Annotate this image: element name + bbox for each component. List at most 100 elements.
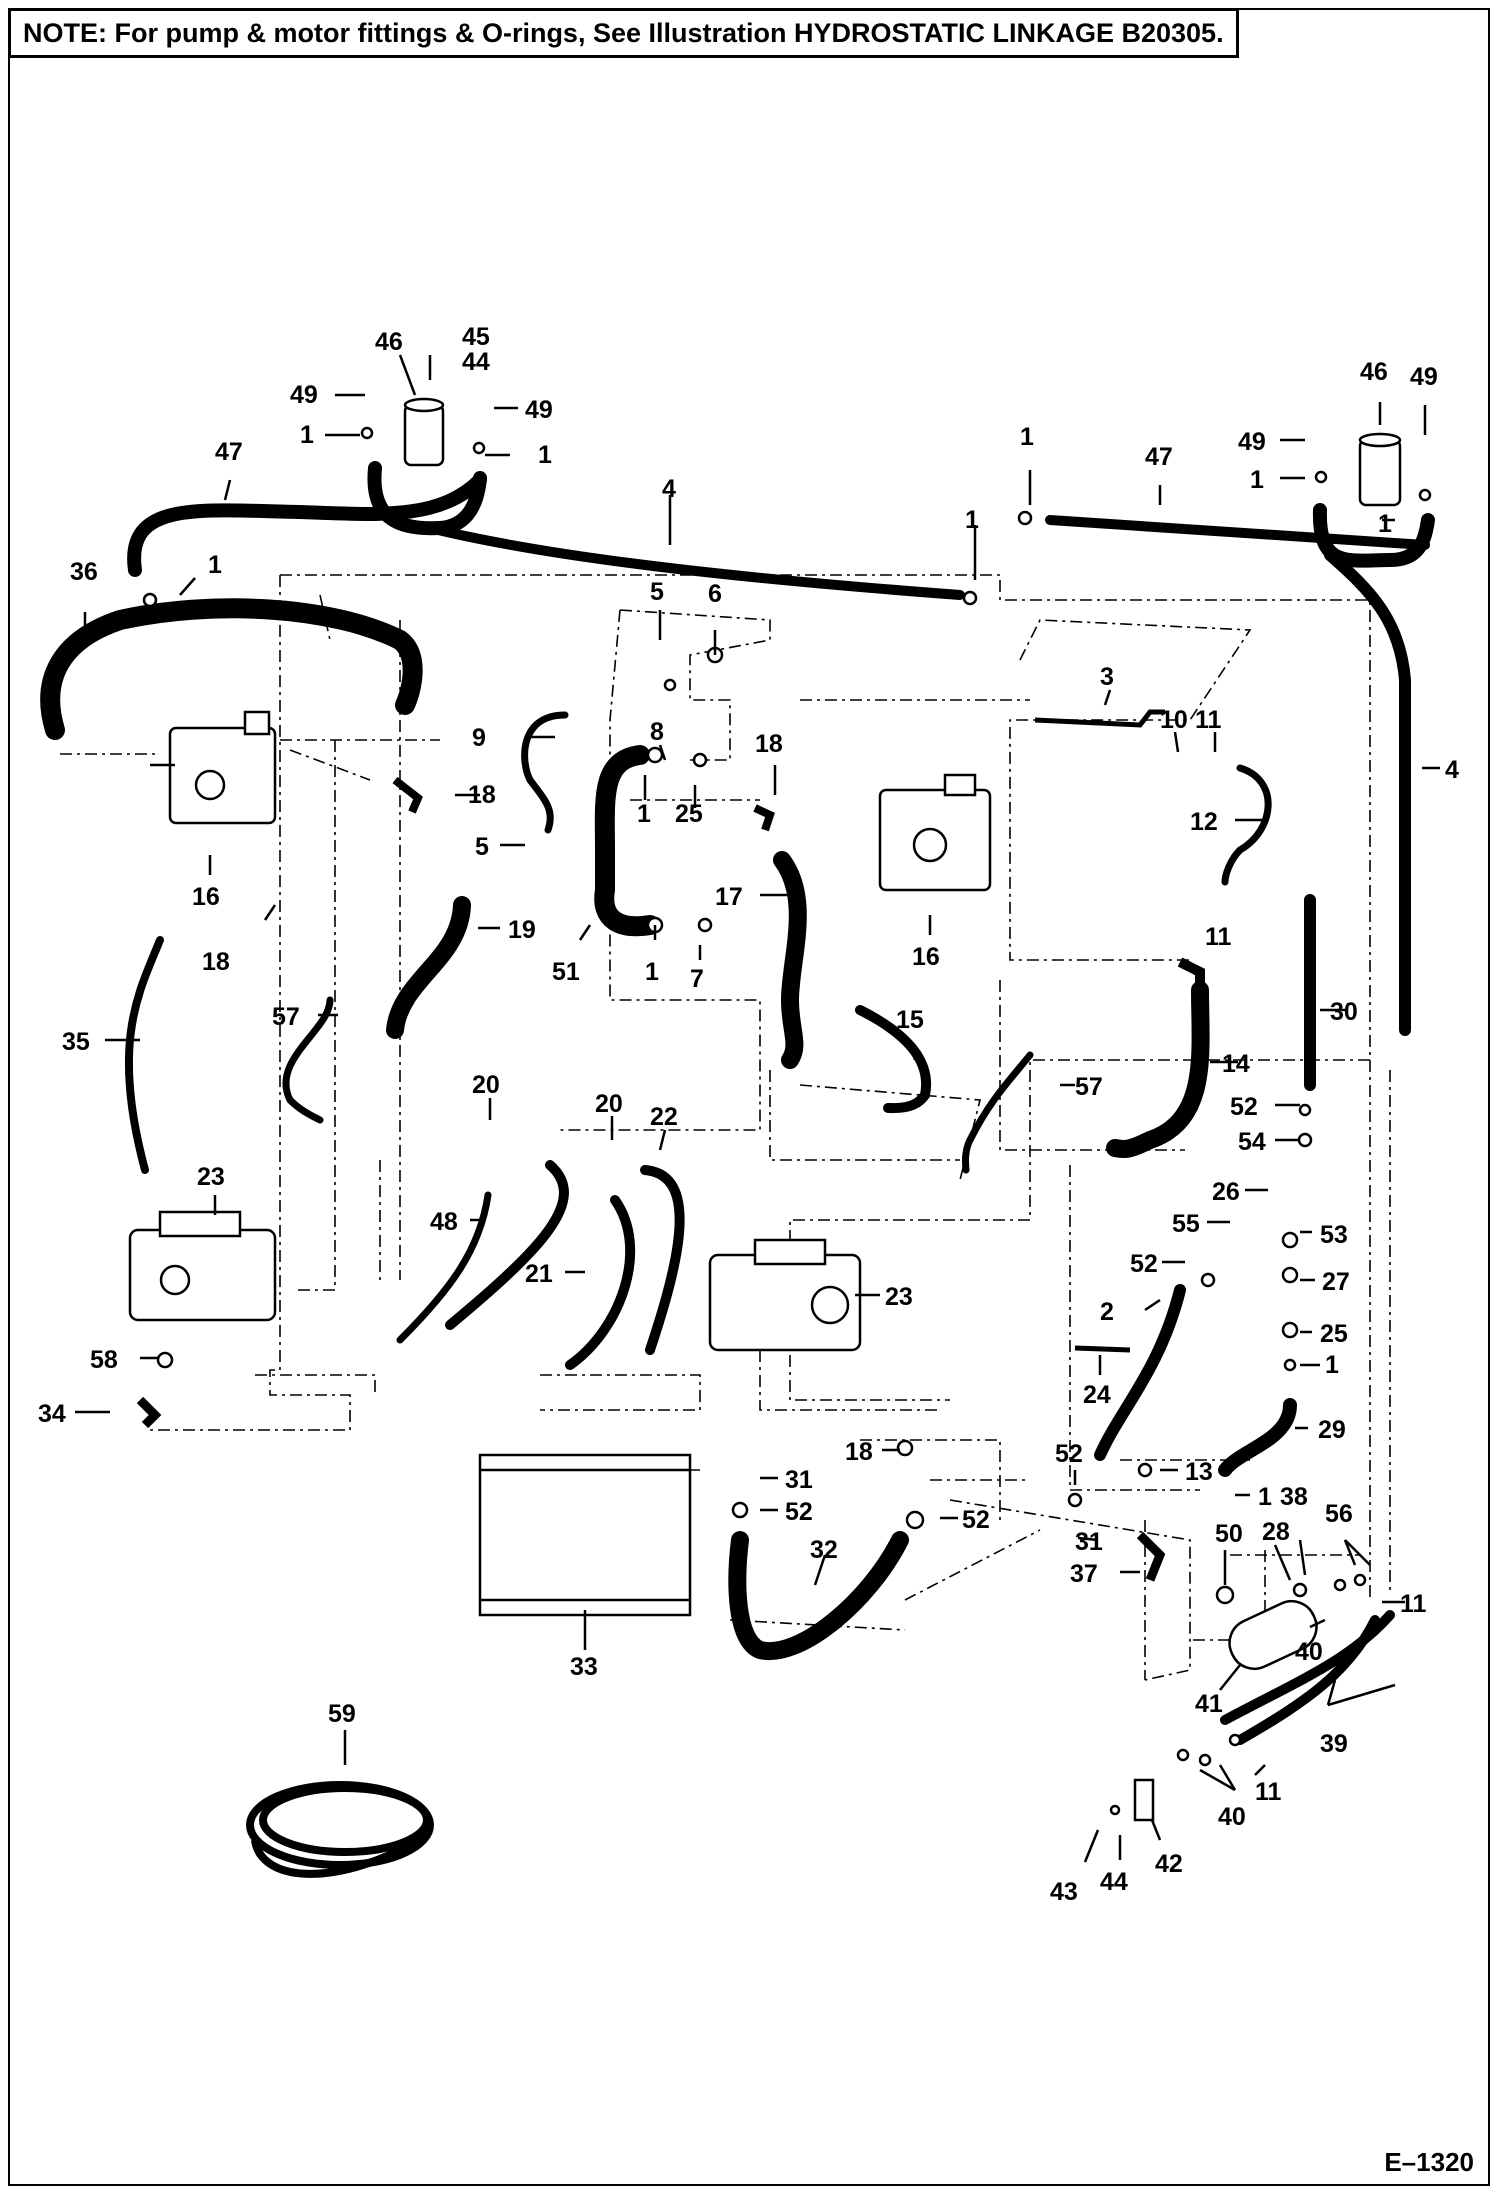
callout-1: 1 [208,551,222,579]
fitting [1297,1132,1313,1148]
note-banner: NOTE: For pump & motor fittings & O-ring… [8,8,1239,58]
fitting-18-elbow [753,804,775,832]
callout-27: 27 [1322,1268,1350,1296]
callout-23: 23 [197,1163,225,1191]
hose-12 [1221,764,1272,886]
callout-39: 39 [1320,1730,1348,1758]
hose-2 [1094,1284,1186,1461]
pump-16-left [150,710,277,825]
fitting [905,1510,925,1530]
fitting [1281,1231,1299,1249]
callout-14: 14 [1222,1050,1250,1078]
fitting [1198,1753,1212,1767]
fitting-14-elbow [1177,957,1205,995]
fitting [962,590,978,606]
callout-11: 11 [1195,706,1222,734]
pump-16-right [878,773,992,892]
hose-15 [855,1005,932,1114]
callout-20: 20 [595,1090,623,1118]
figure-number: E–1320 [1384,2147,1474,2177]
valve-42 [1133,1778,1155,1822]
callout-46: 46 [1360,358,1388,386]
fitting [697,917,713,933]
hose-right-u [1312,503,1435,568]
callout-43: 43 [1050,1878,1078,1906]
hose-4-right [1324,549,1411,1036]
callout-47: 47 [1145,443,1173,471]
callout-58: 58 [90,1346,118,1374]
callout-1: 1 [637,800,651,828]
fitting-37 [1136,1531,1166,1582]
rod-24 [1074,1345,1131,1353]
callout-22: 22 [650,1103,678,1131]
callout-44: 44 [1100,1868,1128,1896]
callout-23: 23 [885,1283,913,1311]
callout-35: 35 [62,1028,90,1056]
hoses [40,461,1435,1745]
callout-1: 1 [538,441,552,469]
fitting-18-elbow [392,776,423,814]
fitting [731,1501,749,1519]
fitting [896,1439,914,1457]
hose-32 [728,1531,909,1661]
callout-41: 41 [1195,1690,1223,1718]
hose-coil-59 [246,1781,434,1878]
filter-41 [1228,1599,1318,1671]
hose-39b [1220,1610,1395,1725]
callout-11: 11 [1400,1590,1427,1618]
fitting [360,426,374,440]
hose-22 [640,1165,685,1355]
callout-51: 51 [552,958,580,986]
callout-53: 53 [1320,1221,1348,1249]
callout-18: 18 [755,730,783,758]
callout-26: 26 [1212,1178,1240,1206]
callout-47: 47 [215,438,243,466]
callout-1: 1 [1325,1351,1339,1379]
callout-19: 19 [508,916,536,944]
callout-50: 50 [1215,1520,1243,1548]
callout-49: 49 [525,396,553,424]
callout-15: 15 [896,1006,924,1034]
callout-52: 52 [1055,1440,1083,1468]
callout-45: 45 [462,323,490,351]
callout-29: 29 [1318,1416,1346,1444]
callout-37: 37 [1070,1560,1098,1588]
callout-1: 1 [645,958,659,986]
motor-23-left [128,1210,277,1322]
hose-19 [386,896,471,1039]
callout-4: 4 [662,475,676,503]
hose-47-left [127,473,487,577]
callout-46: 46 [375,328,403,356]
hose-14 [1106,981,1210,1158]
callout-labels: 45 44 46 49 49 1 1 47 4 36 1 1 47 1 46 4… [38,323,1459,1906]
leader-lines [75,354,1440,1863]
callout-34: 34 [38,1400,66,1428]
fitting [663,678,677,692]
callout-1: 1 [1250,466,1264,494]
hose-17 [773,851,807,1069]
callout-52: 52 [962,1506,990,1534]
callout-24: 24 [1083,1381,1111,1409]
callout-16: 16 [192,883,220,911]
callout-38: 38 [1280,1483,1308,1511]
callout-18: 18 [468,781,496,809]
callout-33: 33 [570,1653,598,1681]
callout-57: 57 [272,1003,300,1031]
callout-52: 52 [1230,1093,1258,1121]
fitting [1314,470,1328,484]
fitting [1067,1492,1083,1508]
hose-35 [124,936,164,1174]
callout-32: 32 [810,1536,838,1564]
callout-36: 36 [70,558,98,586]
callout-52: 52 [785,1498,813,1526]
callout-1: 1 [1020,423,1034,451]
callout-1: 1 [1258,1483,1272,1511]
callout-11: 11 [1255,1778,1282,1806]
callout-49: 49 [1238,428,1266,456]
callout-20: 20 [472,1071,500,1099]
callout-1: 1 [300,421,314,449]
callout-10: 10 [1160,706,1188,734]
hose-36 [40,598,423,740]
callout-48: 48 [430,1208,458,1236]
